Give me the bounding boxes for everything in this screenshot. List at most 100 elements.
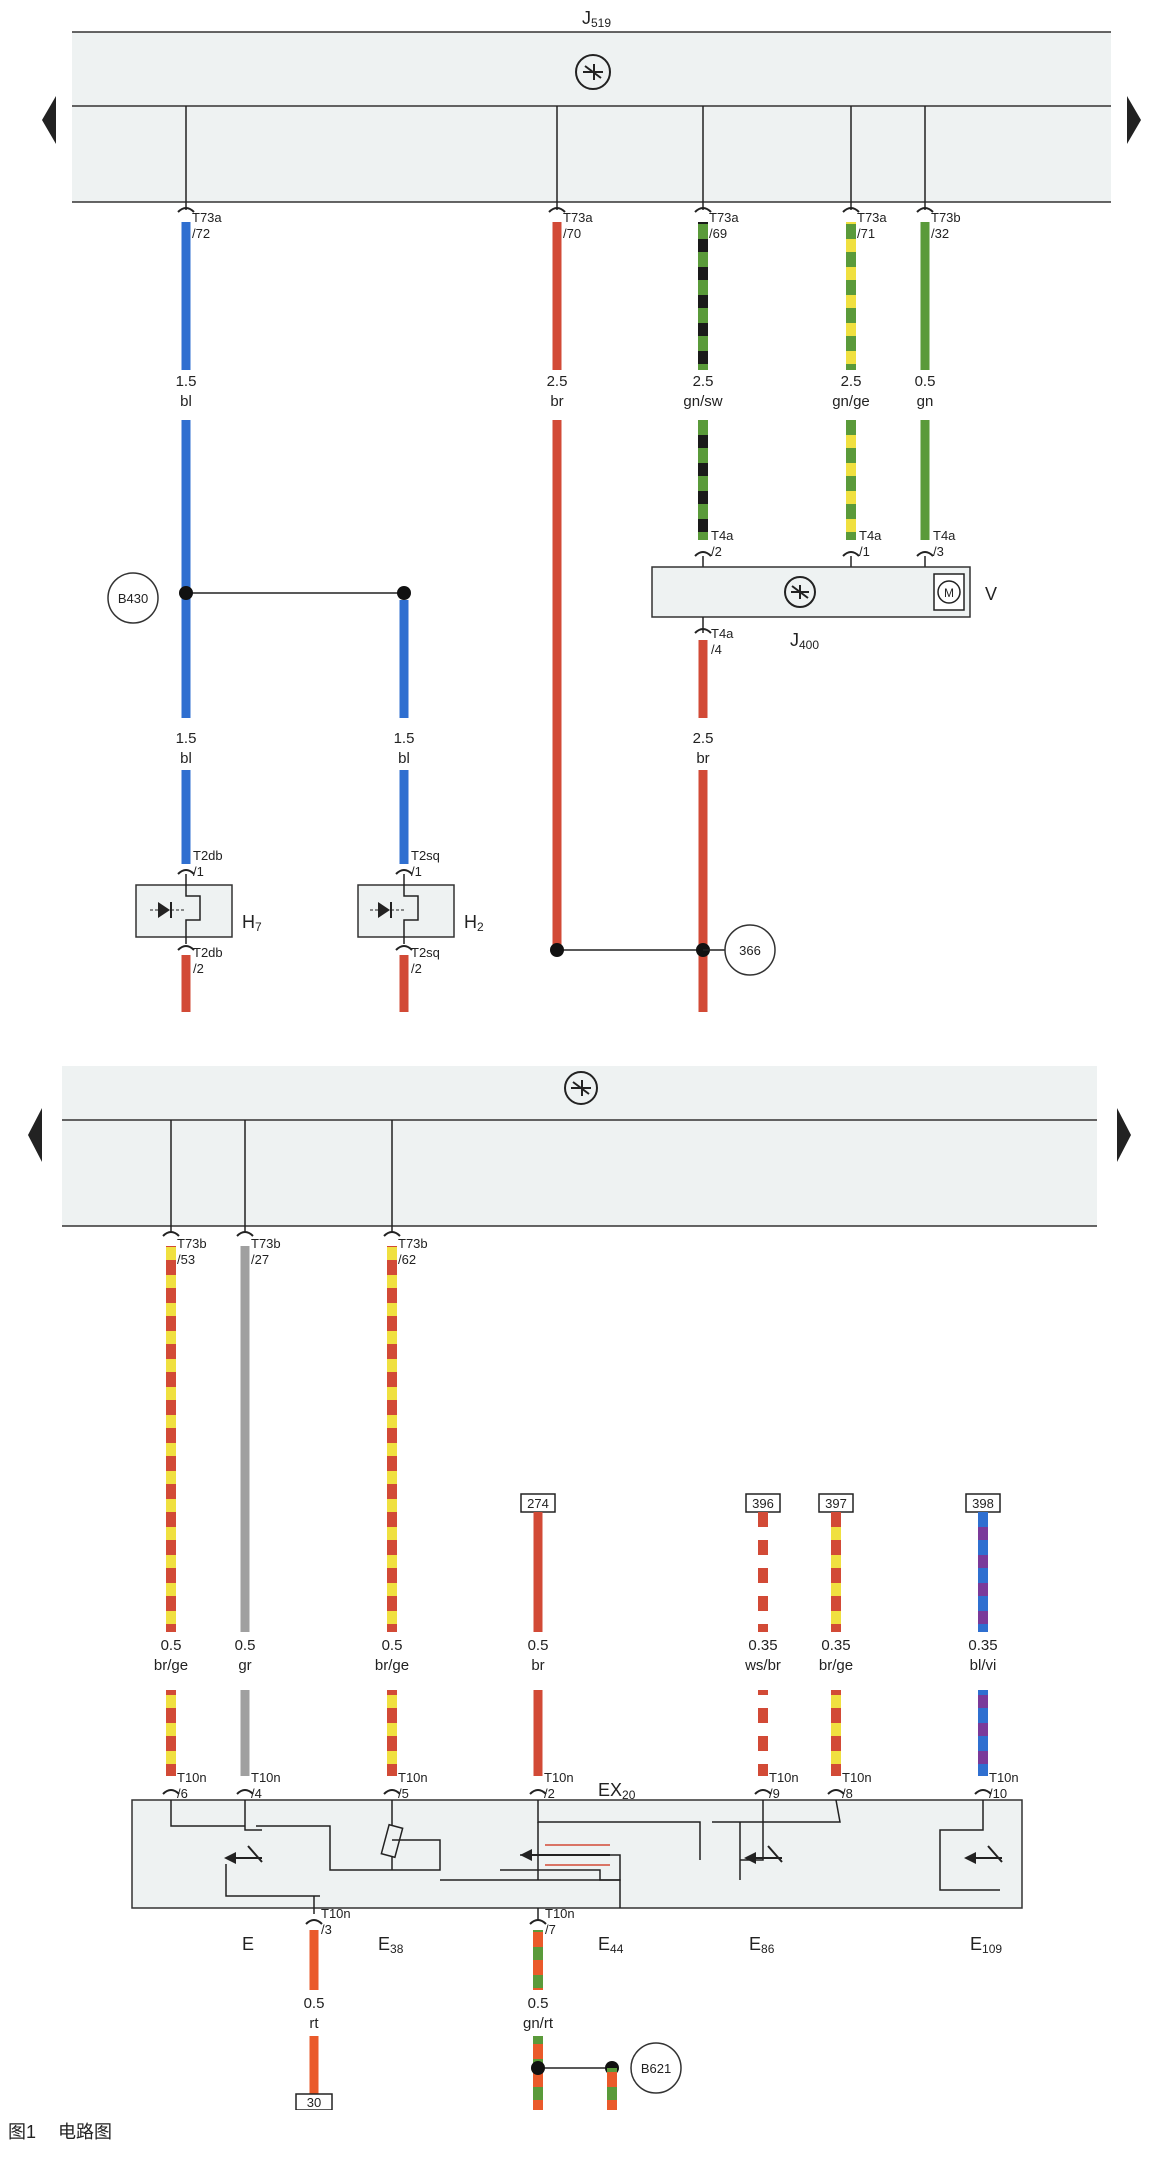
pin-label: T10n [989,1770,1019,1785]
wire-t73a-72: T73a /72 1.5 bl [176,106,222,864]
pin-label: /5 [398,1786,409,1801]
pin-label: /4 [251,1786,262,1801]
pin-label: /6 [177,1786,188,1801]
color-label: br/ge [819,1657,853,1674]
gauge-label: 0.5 [915,373,936,390]
switch-e109-symbol [964,1845,1003,1864]
left-continue-arrow [42,96,56,144]
gauge-label: 0.5 [161,1637,182,1654]
pin-label: T10n [842,1770,872,1785]
wire-t73b-32: T73b /32 0.5 gn [915,106,961,567]
right-continue-arrow [1127,96,1141,144]
figure-title: 电路图 [58,2122,113,2142]
pin-label: /10 [989,1786,1007,1801]
pin-label: T4a [933,528,956,543]
left-continue-arrow [28,1108,42,1162]
pin-label: T2sq [411,945,440,960]
pin-label: T73b [177,1236,207,1251]
component-j400: T4a /2 T4a /1 T4a /3 M V T4a /4 J400 2.5… [651,528,997,1012]
color-label: bl [398,750,410,767]
color-label: gr [238,1657,251,1674]
pin-label: T4a [711,626,734,641]
gauge-label: 0.5 [528,1995,549,2012]
color-label: gn [917,393,934,410]
module-j519: J519 [42,8,1141,203]
pin-label: T10n [177,1770,207,1785]
gauge-label: 2.5 [693,730,714,747]
pin-label: T73b [398,1236,428,1251]
component-ex20-label: EX20 [598,1780,636,1802]
gauge-label: 1.5 [176,373,197,390]
gauge-label: 0.35 [821,1637,850,1654]
component-h2-label: H2 [464,912,484,934]
wire-t73b-53: T73b /53 0.5 br/ge T10n /6 [154,1120,207,1801]
wire-t73b-27: T73b /27 0.5 gr T10n /4 [235,1120,281,1801]
color-label: bl/vi [970,1657,997,1674]
motor-symbol: M [944,586,954,600]
pin-label: /62 [398,1252,416,1267]
switch-e86-symbol [744,1845,783,1864]
switch-e86-label: E86 [749,1934,775,1956]
color-label: br/ge [375,1657,409,1674]
gauge-label: 1.5 [394,730,415,747]
pin-label: T4a [859,528,882,543]
gauge-label: 2.5 [547,373,568,390]
motor-v-label: V [985,584,997,604]
color-label: br/ge [154,1657,188,1674]
gauge-label: 0.5 [304,1995,325,2012]
pin-label: /2 [711,544,722,559]
module-bottom-symbol [564,1071,598,1105]
pin-label: /32 [931,226,949,241]
ref-398-label: 398 [972,1496,994,1511]
color-label: bl [180,750,192,767]
wire-t73a-71: T73a /71 2.5 gn/ge [832,106,887,567]
component-h7-label: H7 [242,912,262,934]
ref-30-label: 30 [307,2095,321,2110]
wire-t73a-70: T73a /70 2.5 br [547,106,593,950]
color-label: rt [309,2015,319,2032]
pin-label: /2 [193,961,204,976]
gauge-label: 0.35 [968,1637,997,1654]
ground-b621-label: B621 [641,2061,671,2076]
pin-label: T10n [398,1770,428,1785]
color-label: gn/ge [832,393,870,410]
pin-label: T73a [563,210,593,225]
pin-label: /2 [411,961,422,976]
wire-out-rt: T10n /3 0.5 rt 30 [295,1896,351,2110]
switch-e-label: E [242,1934,254,1954]
ref-366-label: 366 [739,943,761,958]
pin-label: /7 [545,1922,556,1937]
module-j519-symbol [575,54,611,90]
pin-label: /1 [859,544,870,559]
feed-398: 398 0.35 bl/vi T10n /10 [965,1493,1019,1801]
splice-b430: B430 [107,572,411,864]
component-h7: 1.5 bl T2db /1 H7 T2db /2 [135,730,262,1012]
switch-e-symbol [224,1845,263,1864]
feed-397: 397 0.35 br/ge T10n /8 [818,1493,872,1801]
gauge-label: 2.5 [841,373,862,390]
color-label: br [696,750,709,767]
ref-396-label: 396 [752,1496,774,1511]
color-label: br [550,393,563,410]
gauge-label: 1.5 [176,730,197,747]
pin-label: T73a [709,210,739,225]
pin-label: T4a [711,528,734,543]
color-label: bl [180,393,192,410]
splice-b430-label: B430 [118,591,148,606]
color-label: ws/br [744,1657,781,1674]
pin-label: T73b [251,1236,281,1251]
pin-label: /3 [321,1922,332,1937]
right-continue-arrow [1117,1108,1131,1162]
figure-number: 图1 [8,2122,37,2142]
pin-label: /72 [192,226,210,241]
ref-397-label: 397 [825,1496,847,1511]
color-label: gn/rt [523,2015,554,2032]
color-label: br [531,1657,544,1674]
switch-e109-label: E109 [970,1934,1002,1956]
gauge-label: 2.5 [693,373,714,390]
pin-label: T73a [857,210,887,225]
pin-label: T2db [193,945,223,960]
pin-label: T73a [192,210,222,225]
feed-274: 274 0.5 br T10n /2 [520,1493,574,1801]
junction-366: 366 [550,924,776,976]
